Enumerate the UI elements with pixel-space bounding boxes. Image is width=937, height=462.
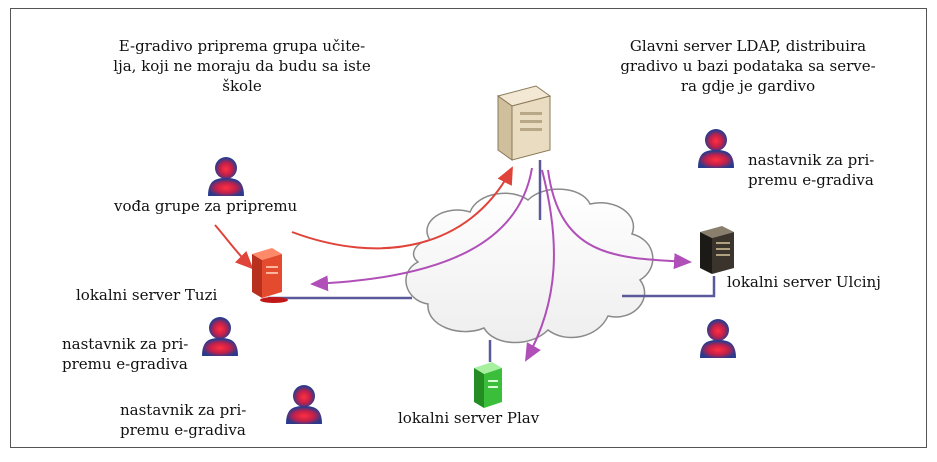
link-ulcinj-cloud [622, 276, 716, 298]
person-icon-teacher-top-right [698, 129, 734, 168]
network-cloud [405, 188, 654, 344]
server-plav-label: lokalni server Plav [398, 409, 540, 427]
server-tuzi-label: lokalni server Tuzi [76, 286, 218, 304]
arrow-main-to-tuzi [310, 167, 533, 292]
magenta-arrows [310, 167, 692, 362]
main-server-icon [496, 85, 552, 161]
left-note: E-gradivo priprema grupa učite- lja, koj… [113, 37, 371, 95]
red-arrows [214, 166, 513, 270]
arrow-leader-to-tuzi [214, 224, 254, 270]
person-icon-ulcinj [700, 319, 736, 358]
person-icon-teacher-left-2 [286, 385, 322, 424]
person-icon-teacher-left-1 [202, 317, 238, 356]
right-note: Glavni server LDAP, distribuira gradivo … [620, 37, 876, 95]
teacher-left-1-label: nastavnik za pri- premu e-gradiva [62, 335, 189, 373]
server-ulcinj-label: lokalni server Ulcinj [727, 273, 881, 291]
teacher-top-right-label: nastavnik za pri- premu e-gradiva [748, 151, 875, 189]
network-links [268, 160, 716, 362]
arrow-leader-to-main [291, 166, 513, 250]
person-icon-group-leader [208, 157, 244, 196]
arrow-main-to-ulcinj [547, 169, 692, 270]
group-leader-label: vođa grupe za pripremu [114, 197, 298, 215]
server-ulcinj-icon [700, 226, 734, 274]
server-tuzi-icon [252, 248, 288, 303]
server-plav-icon [474, 362, 502, 408]
teacher-left-2-label: nastavnik za pri- premu e-gradiva [120, 401, 247, 439]
arrow-main-to-plav [525, 169, 555, 362]
